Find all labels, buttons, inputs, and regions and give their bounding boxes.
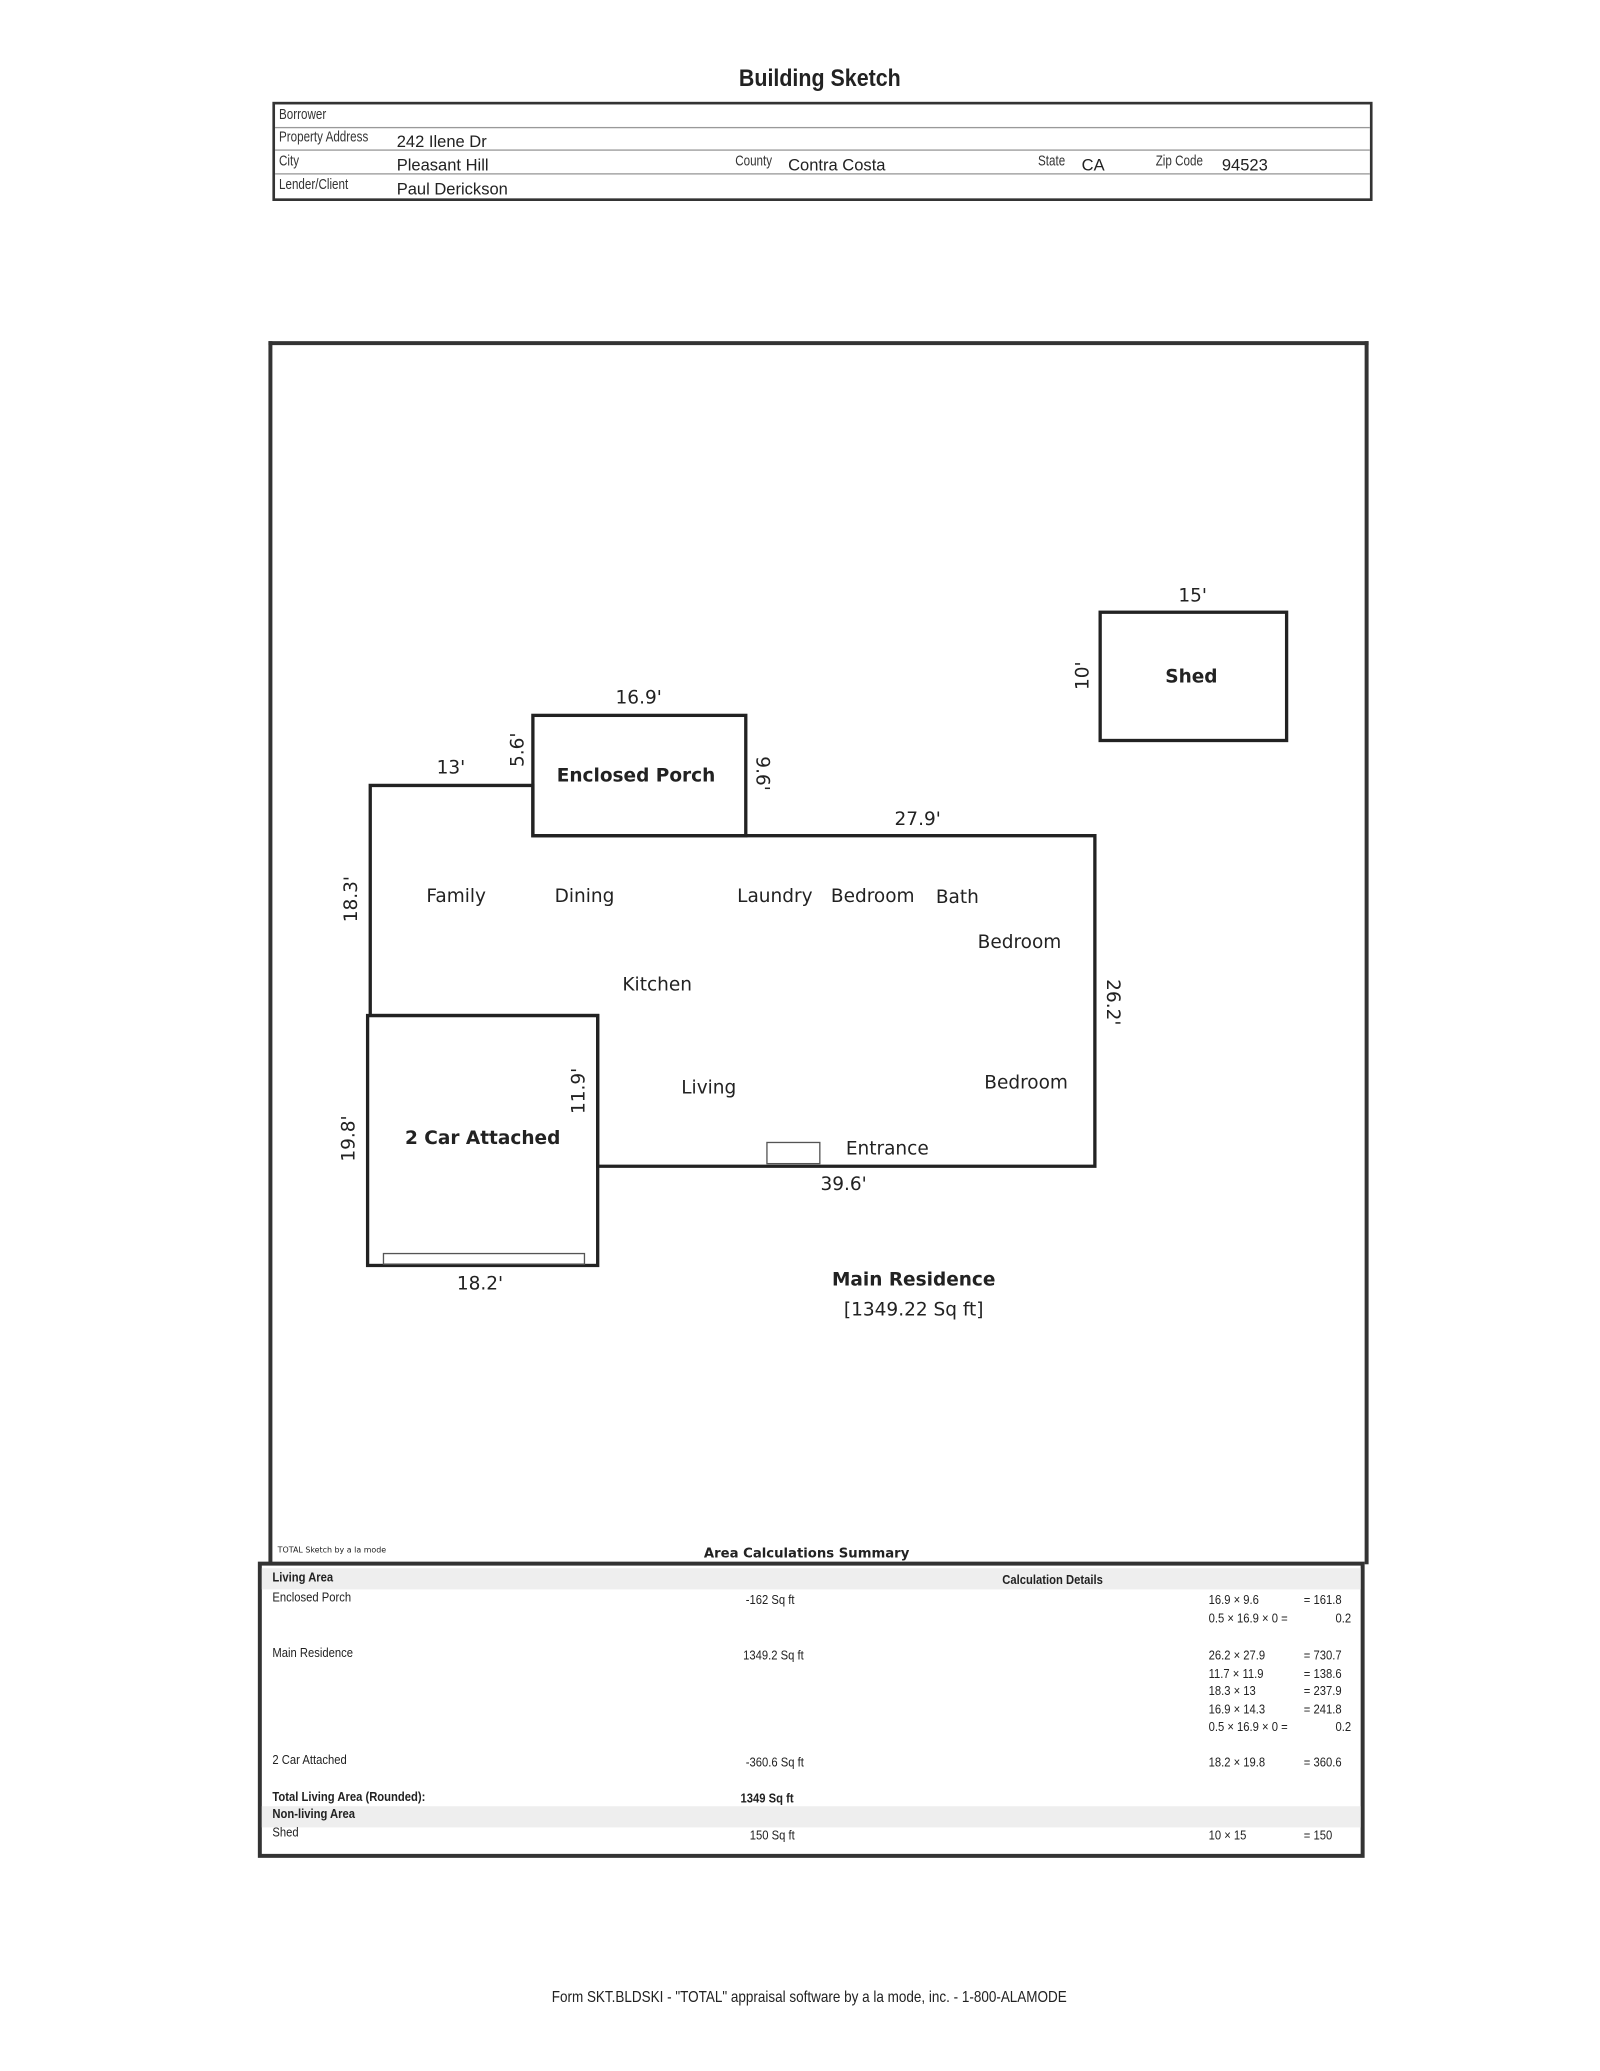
main-residence-area: [1349.22 Sq ft] xyxy=(844,1300,984,1321)
sketch-credit: TOTAL Sketch by a la mode xyxy=(277,1545,387,1554)
room-bath: Bath xyxy=(936,887,979,908)
garage-outline xyxy=(365,1013,600,1268)
calc-expr: 18.2 × 19.8 xyxy=(1208,1756,1266,1771)
calc-expr: 26.2 × 27.9 xyxy=(1208,1648,1266,1664)
address-row: Property Address 242 Ilene Dr xyxy=(275,127,1370,151)
state-value: CA xyxy=(1081,156,1105,175)
county-label: County xyxy=(735,153,773,170)
dim-27-9: 27.9' xyxy=(895,809,941,830)
address-label: Property Address xyxy=(279,129,369,146)
row-area: 1349.2 Sq ft xyxy=(743,1648,804,1664)
main-residence-label: Main Residence xyxy=(832,1269,995,1290)
room-laundry: Laundry xyxy=(737,886,812,907)
borrower-row: Borrower xyxy=(275,104,1370,129)
room-bedroom: Bedroom xyxy=(831,886,915,907)
calc-details-label: Calculation Details xyxy=(1002,1573,1103,1589)
row-area: 150 Sq ft xyxy=(749,1828,795,1844)
room-bedroom: Bedroom xyxy=(978,932,1062,953)
city-row: City Pleasant Hill County Contra Costa S… xyxy=(275,151,1370,175)
room-living: Living xyxy=(681,1078,736,1099)
total-living-area: 1349 Sq ft xyxy=(740,1791,794,1807)
calc-result: = 150 xyxy=(1303,1828,1333,1844)
entrance-door xyxy=(766,1141,821,1165)
calc-result: = 161.8 xyxy=(1303,1593,1342,1608)
calc-title: Area Calculations Summary xyxy=(704,1547,910,1562)
dim-shed-width: 15' xyxy=(1178,586,1207,607)
room-family: Family xyxy=(426,886,486,907)
address-value: 242 Ilene Dr xyxy=(396,132,487,151)
dim-porch-top: 16.9' xyxy=(616,687,662,708)
garage-door xyxy=(382,1252,586,1265)
row-area: -360.6 Sq ft xyxy=(745,1756,804,1771)
page-title: Building Sketch xyxy=(738,64,901,92)
zip-value: 94523 xyxy=(1221,156,1268,175)
property-header: Borrower Property Address 242 Ilene Dr C… xyxy=(272,101,1373,201)
dim-shed-height: 10' xyxy=(1072,661,1093,690)
porch-label: Enclosed Porch xyxy=(557,765,716,786)
non-living-label: Non-living Area xyxy=(272,1807,356,1823)
calc-result: = 237.9 xyxy=(1303,1684,1342,1700)
calc-result: 0.2 xyxy=(1335,1720,1352,1735)
calc-expr: 18.3 × 13 xyxy=(1208,1684,1256,1700)
lender-value: Paul Derickson xyxy=(396,179,508,199)
calc-expr: 16.9 × 9.6 xyxy=(1208,1593,1259,1608)
dim-18-3: 18.3' xyxy=(341,876,362,922)
state-label: State xyxy=(1038,153,1066,170)
calc-expr: 0.5 × 16.9 × 0 = xyxy=(1208,1611,1288,1627)
room-entrance: Entrance xyxy=(846,1138,929,1159)
room-kitchen: Kitchen xyxy=(622,974,692,995)
row-name: Enclosed Porch xyxy=(272,1590,352,1606)
calc-expr: 0.5 × 16.9 × 0 = xyxy=(1208,1720,1288,1735)
calc-result: = 730.7 xyxy=(1303,1648,1342,1664)
calc-result: = 241.8 xyxy=(1303,1703,1342,1718)
total-living-label: Total Living Area (Rounded): xyxy=(272,1790,426,1805)
zip-label: Zip Code xyxy=(1155,153,1203,170)
dim-26-2: 26.2' xyxy=(1102,979,1123,1025)
lender-row: Lender/Client Paul Derickson xyxy=(275,175,1370,199)
room-dining: Dining xyxy=(555,886,615,907)
calc-expr: 16.9 × 14.3 xyxy=(1208,1703,1266,1718)
row-name: Shed xyxy=(272,1826,299,1841)
garage-label: 2 Car Attached xyxy=(405,1128,560,1149)
dim-11-9: 11.9' xyxy=(568,1068,589,1114)
dim-13: 13' xyxy=(437,758,466,779)
calc-expr: 10 × 15 xyxy=(1208,1828,1247,1844)
sketch-area xyxy=(268,341,1369,1565)
row-area: -162 Sq ft xyxy=(745,1593,795,1608)
footer: Form SKT.BLDSKI - "TOTAL" appraisal soft… xyxy=(551,1987,1067,2006)
dim-39-6: 39.6' xyxy=(820,1174,866,1195)
city-label: City xyxy=(279,153,300,170)
floor-plan: 15' 10' Shed 16.9' 5.6' 9.6' Enclosed Po… xyxy=(277,586,1289,1562)
borrower-label: Borrower xyxy=(279,107,327,123)
dim-18-2: 18.2' xyxy=(457,1273,503,1294)
shed-outline xyxy=(1098,610,1289,743)
area-calculations-table: Living Area Calculation Details Enclosed… xyxy=(257,1561,1365,1858)
lender-label: Lender/Client xyxy=(279,177,349,194)
living-area-label: Living Area xyxy=(272,1570,334,1586)
dim-porch-left: 5.6' xyxy=(508,732,529,767)
calc-result: 0.2 xyxy=(1335,1611,1352,1627)
room-bedroom: Bedroom xyxy=(984,1072,1068,1093)
dim-19-8: 19.8' xyxy=(338,1115,359,1161)
shed-label: Shed xyxy=(1165,666,1217,687)
main-outline xyxy=(368,783,1097,1168)
row-name: Main Residence xyxy=(272,1646,354,1661)
dim-porch-right: 9.6' xyxy=(751,756,772,791)
city-value: Pleasant Hill xyxy=(396,156,489,175)
calc-result: = 360.6 xyxy=(1303,1756,1342,1771)
calc-result: = 138.6 xyxy=(1303,1667,1342,1682)
county-value: Contra Costa xyxy=(788,156,886,175)
row-name: 2 Car Attached xyxy=(272,1753,347,1768)
calc-expr: 11.7 × 11.9 xyxy=(1208,1667,1264,1682)
